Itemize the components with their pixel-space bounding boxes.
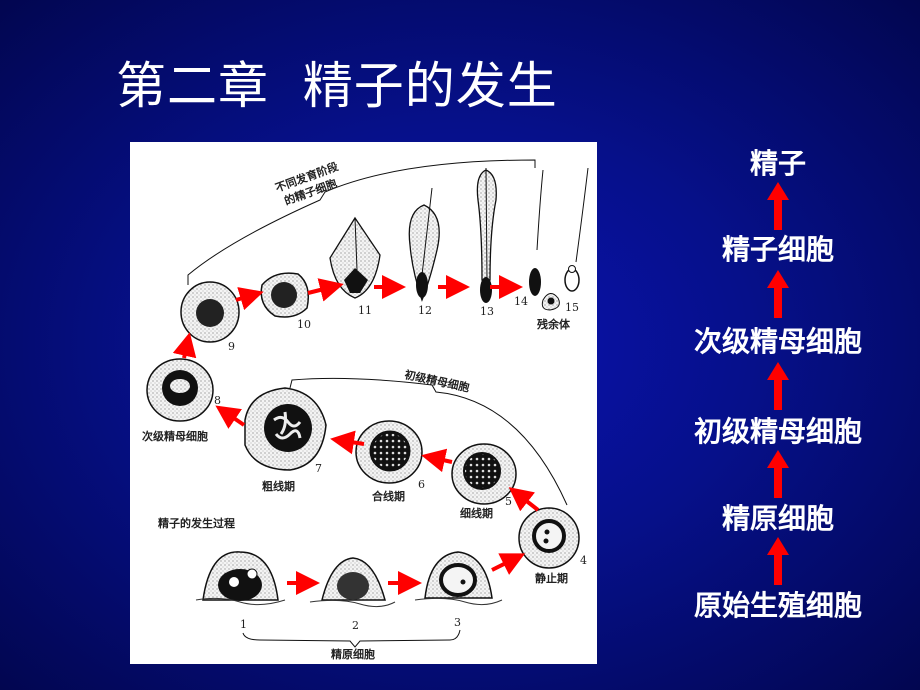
label-primary: 初级精母细胞	[403, 367, 470, 394]
residual-body	[541, 293, 560, 311]
bracket-spermatids	[187, 159, 536, 285]
arrow	[508, 487, 540, 512]
number-8: 8	[214, 394, 221, 407]
number-12: 12	[418, 304, 432, 317]
cell-11	[329, 216, 381, 299]
number-3: 3	[454, 616, 461, 629]
stage-sperm: 精子	[749, 147, 806, 180]
arrow-up-icon	[767, 270, 789, 318]
spermatogenesis-figure: 1 2 3 4 5 6 7 8 9 10 11 12 13 14 15 静止期 …	[130, 142, 597, 664]
arrow	[215, 405, 246, 429]
number-11: 11	[358, 304, 372, 317]
label-residual-body: 残余体	[537, 317, 571, 331]
label-pachytene: 粗线期	[262, 479, 295, 493]
number-7: 7	[315, 462, 322, 475]
number-5: 5	[505, 495, 512, 508]
arrow	[330, 430, 365, 455]
number-1: 1	[240, 618, 247, 631]
number-2: 2	[352, 619, 359, 632]
arrow	[172, 332, 197, 359]
label-zygotene: 合线期	[372, 489, 405, 503]
stage-primordial-germ-cell: 原始生殖细胞	[693, 589, 862, 622]
spermatogenesis-diagram: 1 2 3 4 5 6 7 8 9 10 11 12 13 14 15 静止期 …	[142, 159, 589, 661]
arrow-up-icon	[767, 450, 789, 498]
cell-4	[518, 507, 580, 569]
label-resting: 静止期	[535, 571, 568, 585]
arrow-up-icon	[767, 537, 789, 585]
stage-spermatogonium: 精原细胞	[721, 502, 834, 535]
cell-10	[260, 272, 310, 318]
stage-secondary-spermatocyte: 次级精母细胞	[693, 325, 862, 358]
cell-9	[180, 281, 240, 343]
arrow	[491, 553, 526, 575]
number-15: 15	[565, 301, 579, 314]
cell-1	[195, 551, 286, 606]
cell-7	[244, 387, 327, 471]
label-leptotene: 细线期	[460, 506, 493, 520]
stage-spermatid: 精子细胞	[721, 233, 834, 266]
number-14: 14	[514, 295, 528, 308]
arrow-up-icon	[767, 182, 789, 230]
progress-arrows	[172, 275, 540, 595]
slide-title: 第二章 精子的发生	[116, 57, 558, 115]
cell-2	[309, 557, 396, 608]
number-13: 13	[480, 305, 494, 318]
cell-6	[355, 420, 423, 484]
bracket-spermatogonia	[242, 629, 461, 648]
cell-5	[451, 443, 517, 505]
cell-3	[414, 551, 503, 606]
number-10: 10	[297, 318, 311, 331]
label-spermatogonia: 精原细胞	[331, 647, 375, 661]
cell-12	[408, 187, 440, 302]
label-secondary: 次级精母细胞	[142, 429, 208, 443]
stage-primary-spermatocyte: 初级精母细胞	[693, 415, 862, 448]
number-9: 9	[228, 340, 235, 353]
arrow	[307, 278, 344, 302]
cell-14	[529, 169, 544, 296]
figure-caption: 精子的发生过程	[158, 516, 235, 530]
stage-flow: 精子 精子细胞 次级精母细胞 初级精母细胞 精原细胞 原始生殖细胞	[650, 130, 906, 630]
arrow-up-icon	[767, 362, 789, 410]
arrow	[235, 287, 264, 311]
bracket-primary	[289, 377, 568, 506]
cell-15	[564, 167, 589, 292]
cell-8	[146, 358, 214, 422]
arrow	[421, 448, 453, 473]
number-4: 4	[580, 554, 587, 567]
number-6: 6	[418, 478, 425, 491]
cell-13	[476, 167, 497, 303]
